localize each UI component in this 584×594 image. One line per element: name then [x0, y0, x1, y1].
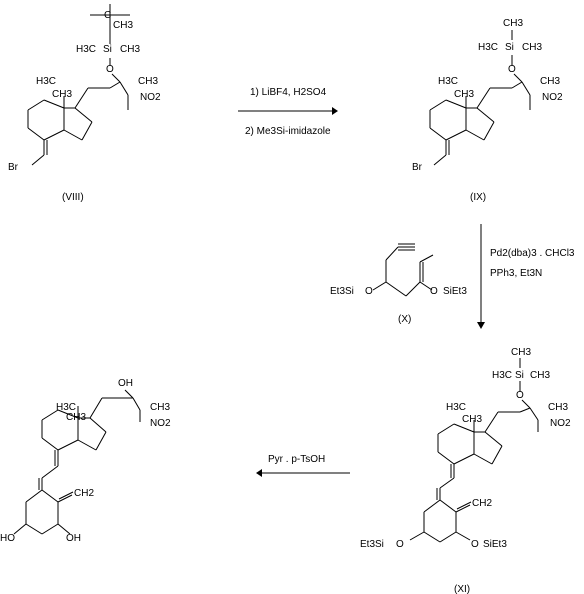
si-right-methyl-label: CH3	[120, 44, 140, 55]
compound-ix-caption: (IX)	[470, 192, 486, 203]
step-1-reagent-2: 2) Me3Si-imidazole	[245, 126, 331, 137]
tbu-methyl-label: CH3	[113, 20, 133, 31]
silyl-ether-oxygen-label: O	[516, 390, 524, 401]
nitro-group-label: NO2	[150, 418, 171, 429]
silicon-label: Si	[515, 370, 524, 381]
silyl-ether-oxygen-label: O	[106, 64, 114, 75]
right-silyl-label: SiEt3	[443, 286, 467, 297]
tbu-carbon-label: C	[104, 10, 111, 21]
step-1-reagent-1: 1) LiBF4, H2SO4	[250, 87, 327, 98]
step-3-reagent-1: Pyr . p-TsOH	[268, 454, 325, 465]
si-right-methyl-label: CH3	[530, 370, 550, 381]
left-oxygen-label: O	[396, 539, 404, 550]
step-3-arrowhead	[256, 469, 262, 477]
nitro-group-label: NO2	[140, 92, 161, 103]
exo-methylene-label: CH2	[74, 488, 94, 499]
left-oxygen-label: O	[365, 286, 373, 297]
gem-methyl-right-label: CH3	[540, 76, 560, 87]
compound-viii-caption: (VIII)	[62, 192, 84, 203]
si-left-methyl-label: H3C	[492, 370, 512, 381]
ring-methyl-label: CH3	[454, 89, 474, 100]
step-1-arrowhead	[332, 107, 338, 115]
compound-viii: C CH3 H3C Si CH3 O H3C CH3 CH3 NO2 Br (V…	[8, 4, 161, 203]
left-silyl-label: Et3Si	[360, 539, 384, 550]
angular-methyl-label: H3C	[36, 76, 56, 87]
silyl-ether-oxygen-label: O	[508, 64, 516, 75]
left-hydroxyl-label: HO	[0, 533, 15, 544]
silicon-label: Si	[103, 44, 112, 55]
step-1: 1) LiBF4, H2SO4 2) Me3Si-imidazole	[238, 87, 338, 137]
angular-methyl-label: H3C	[446, 402, 466, 413]
hydroxyl-label: OH	[118, 378, 133, 389]
exo-methylene-label: CH2	[472, 498, 492, 509]
si-left-methyl-label: H3C	[478, 42, 498, 53]
silicon-label: Si	[505, 42, 514, 53]
compound-xi: CH3 H3C Si CH3 O H3C CH3 CH3 NO2 CH2 Et3…	[360, 347, 571, 594]
gem-methyl-right-label: CH3	[138, 76, 158, 87]
bromide-label: Br	[412, 162, 423, 173]
compound-x: Et3Si O O SiEt3 (X)	[330, 243, 467, 325]
si-right-methyl-label: CH3	[522, 42, 542, 53]
si-top-methyl-label: CH3	[503, 18, 523, 29]
bromide-label: Br	[8, 162, 19, 173]
step-2-arrowhead	[477, 322, 485, 329]
compound-x-caption: (X)	[398, 314, 411, 325]
final-product: OH H3C CH3 CH3 NO2 CH2 HO OH	[0, 378, 171, 544]
ring-methyl-label: CH3	[52, 89, 72, 100]
step-2: Pd2(dba)3 . CHCl3 PPh3, Et3N	[477, 224, 575, 329]
gem-methyl-right-label: CH3	[548, 402, 568, 413]
left-silyl-label: Et3Si	[330, 286, 354, 297]
step-2-reagent-1: Pd2(dba)3 . CHCl3	[490, 248, 575, 259]
ring-methyl-label: CH3	[66, 412, 86, 423]
right-oxygen-label: O	[430, 286, 438, 297]
ring-methyl-label: CH3	[462, 414, 482, 425]
compound-xi-caption: (XI)	[454, 584, 470, 594]
compound-ix: CH3 H3C Si CH3 O H3C CH3 CH3 NO2 Br (IX)	[412, 18, 563, 203]
nitro-group-label: NO2	[550, 418, 571, 429]
right-hydroxyl-label: OH	[66, 533, 81, 544]
angular-methyl-label: H3C	[438, 76, 458, 87]
gem-methyl-right-label: CH3	[150, 402, 170, 413]
angular-methyl-label: H3C	[56, 402, 76, 413]
right-oxygen-label: O	[471, 539, 479, 550]
step-3: Pyr . p-TsOH	[256, 454, 350, 477]
si-top-methyl-label: CH3	[511, 347, 531, 358]
nitro-group-label: NO2	[542, 92, 563, 103]
right-silyl-label: SiEt3	[483, 539, 507, 550]
step-2-reagent-2: PPh3, Et3N	[490, 268, 542, 279]
si-left-methyl-label: H3C	[76, 44, 96, 55]
